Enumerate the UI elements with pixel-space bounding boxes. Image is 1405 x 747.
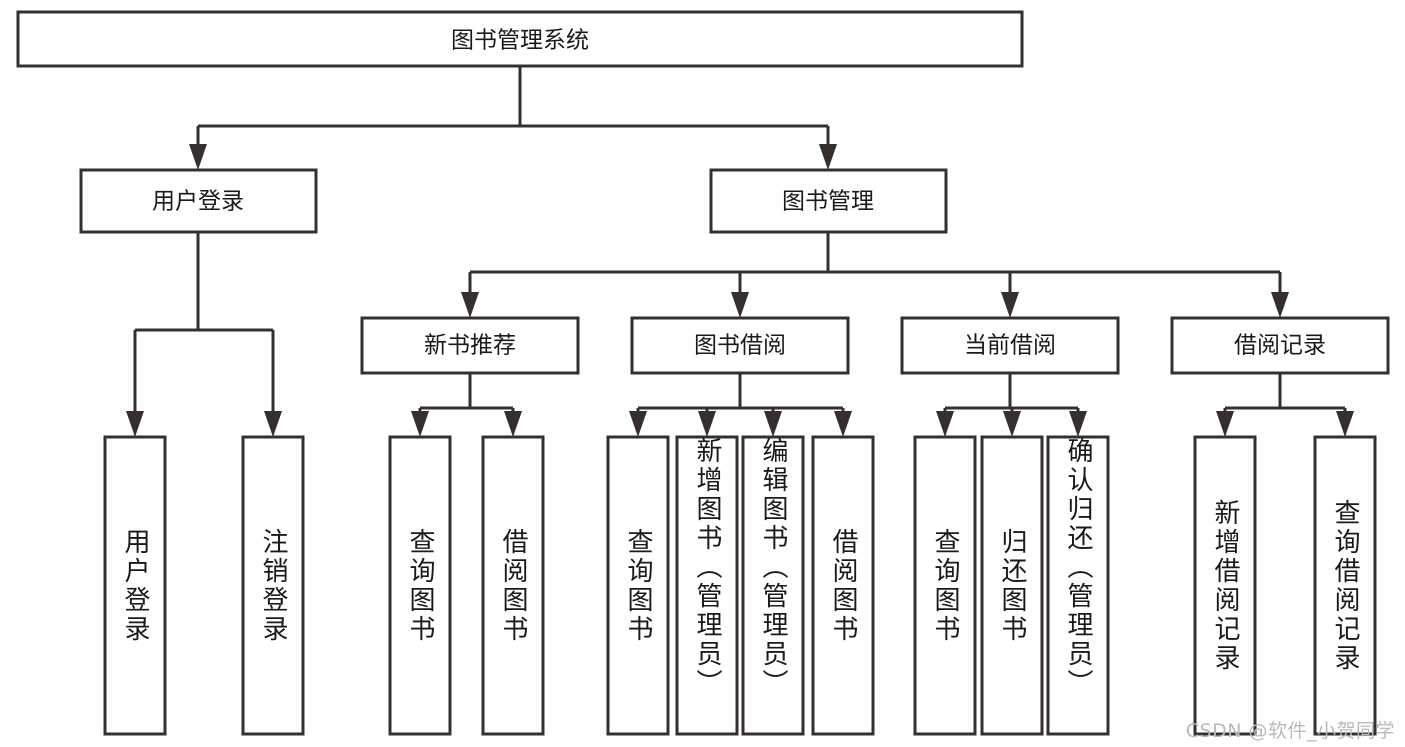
leaf-box-edit-book[interactable] bbox=[741, 435, 805, 736]
node-book-management[interactable]: 图书管理 bbox=[709, 168, 948, 234]
arrow-bm-to-new-book bbox=[461, 292, 479, 318]
arrow-br-to-leaf-0 bbox=[1216, 411, 1234, 437]
leaf-box-confirm-return[interactable] bbox=[1046, 435, 1110, 736]
arrow-bm-to-borrow-record bbox=[1271, 292, 1289, 318]
node-book-borrow[interactable]: 图书借阅 bbox=[630, 316, 850, 375]
leaf-box-borrow-book-1[interactable] bbox=[481, 435, 545, 736]
arrow-root-to-book-management bbox=[819, 144, 837, 170]
leaf-box-user-login[interactable] bbox=[103, 435, 167, 736]
node-new-book-recommend-label: 新书推荐 bbox=[424, 333, 516, 359]
arrow-cb-to-leaf-1 bbox=[1003, 411, 1021, 437]
node-borrow-record[interactable]: 借阅记录 bbox=[1170, 316, 1390, 375]
arrow-root-to-user-login bbox=[189, 144, 207, 170]
connector-group-borrow-record bbox=[1216, 373, 1354, 437]
leaf-box-query-book-1[interactable] bbox=[388, 435, 452, 736]
arrow-user-login-to-leaf-0 bbox=[126, 411, 144, 437]
node-root-label: 图书管理系统 bbox=[451, 28, 589, 54]
node-book-management-box[interactable] bbox=[709, 168, 948, 234]
leaf-box-borrow-book-2[interactable] bbox=[811, 435, 875, 736]
arrow-br-to-leaf-1 bbox=[1336, 411, 1354, 437]
node-book-management-label: 图书管理 bbox=[782, 189, 874, 215]
node-user-login-label: 用户登录 bbox=[152, 189, 244, 215]
connector-group-book-borrow bbox=[629, 373, 852, 437]
leaf-box-add-record[interactable] bbox=[1193, 435, 1257, 736]
connector-group-new-book-recommend bbox=[411, 373, 522, 437]
arrow-bb-to-leaf-0 bbox=[629, 411, 647, 437]
connector-group-current-borrow bbox=[936, 373, 1087, 437]
node-borrow-record-label: 借阅记录 bbox=[1234, 333, 1326, 359]
node-current-borrow-label: 当前借阅 bbox=[964, 333, 1056, 359]
connector-group-root bbox=[189, 66, 837, 170]
connector-group-user-login bbox=[126, 232, 282, 437]
node-new-book-recommend[interactable]: 新书推荐 bbox=[360, 316, 580, 375]
leaf-box-add-book[interactable] bbox=[675, 435, 739, 736]
leaf-box-query-book-3[interactable] bbox=[913, 435, 977, 736]
arrow-bb-to-leaf-3 bbox=[834, 411, 852, 437]
node-book-borrow-label: 图书借阅 bbox=[694, 333, 786, 359]
arrow-nbr-to-leaf-0 bbox=[411, 411, 429, 437]
arrow-bm-to-current-borrow bbox=[1001, 292, 1019, 318]
node-root[interactable]: 图书管理系统 bbox=[16, 10, 1024, 68]
node-new-book-recommend-box[interactable] bbox=[360, 316, 580, 375]
arrow-bb-to-leaf-1 bbox=[698, 411, 716, 437]
connector-group-book-management bbox=[461, 232, 1289, 318]
node-user-login[interactable]: 用户登录 bbox=[79, 168, 318, 234]
node-current-borrow[interactable]: 当前借阅 bbox=[900, 316, 1120, 375]
leaf-box-return-book[interactable] bbox=[980, 435, 1044, 736]
leaf-boxes bbox=[103, 435, 1377, 736]
leaf-box-query-book-2[interactable] bbox=[606, 435, 670, 736]
leaf-box-user-logout[interactable] bbox=[241, 435, 305, 736]
arrow-bm-to-book-borrow bbox=[731, 292, 749, 318]
node-root-box[interactable] bbox=[16, 10, 1024, 68]
node-user-login-box[interactable] bbox=[79, 168, 318, 234]
arrow-user-login-to-leaf-1 bbox=[264, 411, 282, 437]
arrow-bb-to-leaf-2 bbox=[764, 411, 782, 437]
node-current-borrow-box[interactable] bbox=[900, 316, 1120, 375]
node-book-borrow-box[interactable] bbox=[630, 316, 850, 375]
arrow-nbr-to-leaf-1 bbox=[504, 411, 522, 437]
arrow-cb-to-leaf-0 bbox=[936, 411, 954, 437]
node-borrow-record-box[interactable] bbox=[1170, 316, 1390, 375]
leaf-box-query-record[interactable] bbox=[1313, 435, 1377, 736]
arrow-cb-to-leaf-2 bbox=[1069, 411, 1087, 437]
